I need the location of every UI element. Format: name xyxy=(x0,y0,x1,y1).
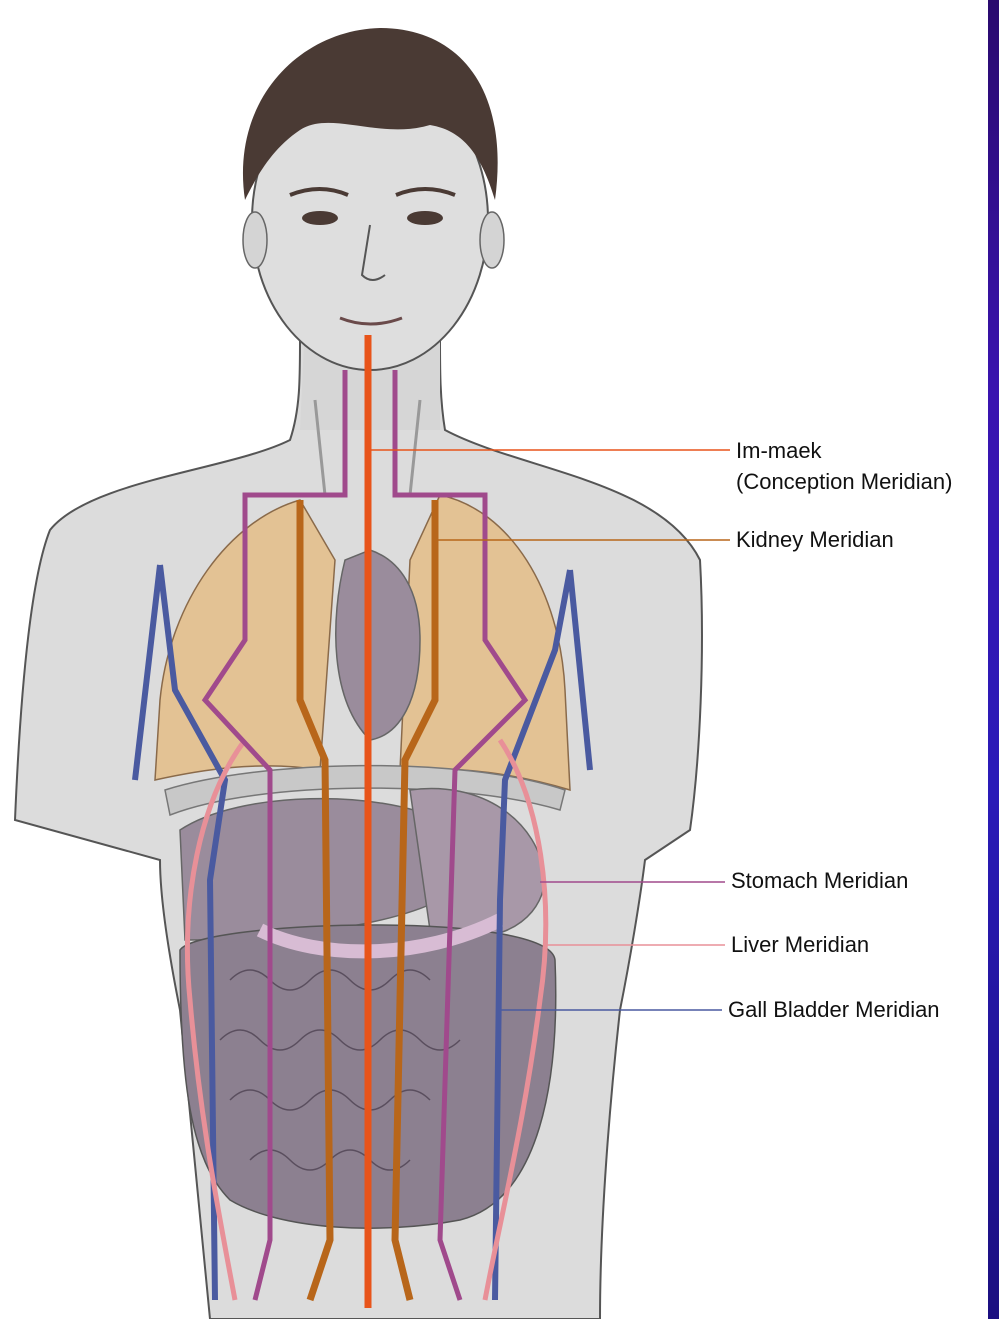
right-ear xyxy=(480,212,504,268)
label-conception-meridian: (Conception Meridian) xyxy=(736,467,952,497)
label-kidney-meridian: Kidney Meridian xyxy=(736,525,894,555)
label-im-maek: Im-maek xyxy=(736,436,822,466)
label-stomach-meridian: Stomach Meridian xyxy=(731,866,908,896)
side-accent-bar xyxy=(988,0,999,1319)
label-gall-bladder-meridian: Gall Bladder Meridian xyxy=(728,995,940,1025)
right-eye xyxy=(407,211,443,225)
label-liver-meridian: Liver Meridian xyxy=(731,930,869,960)
left-eye xyxy=(302,211,338,225)
left-ear xyxy=(243,212,267,268)
